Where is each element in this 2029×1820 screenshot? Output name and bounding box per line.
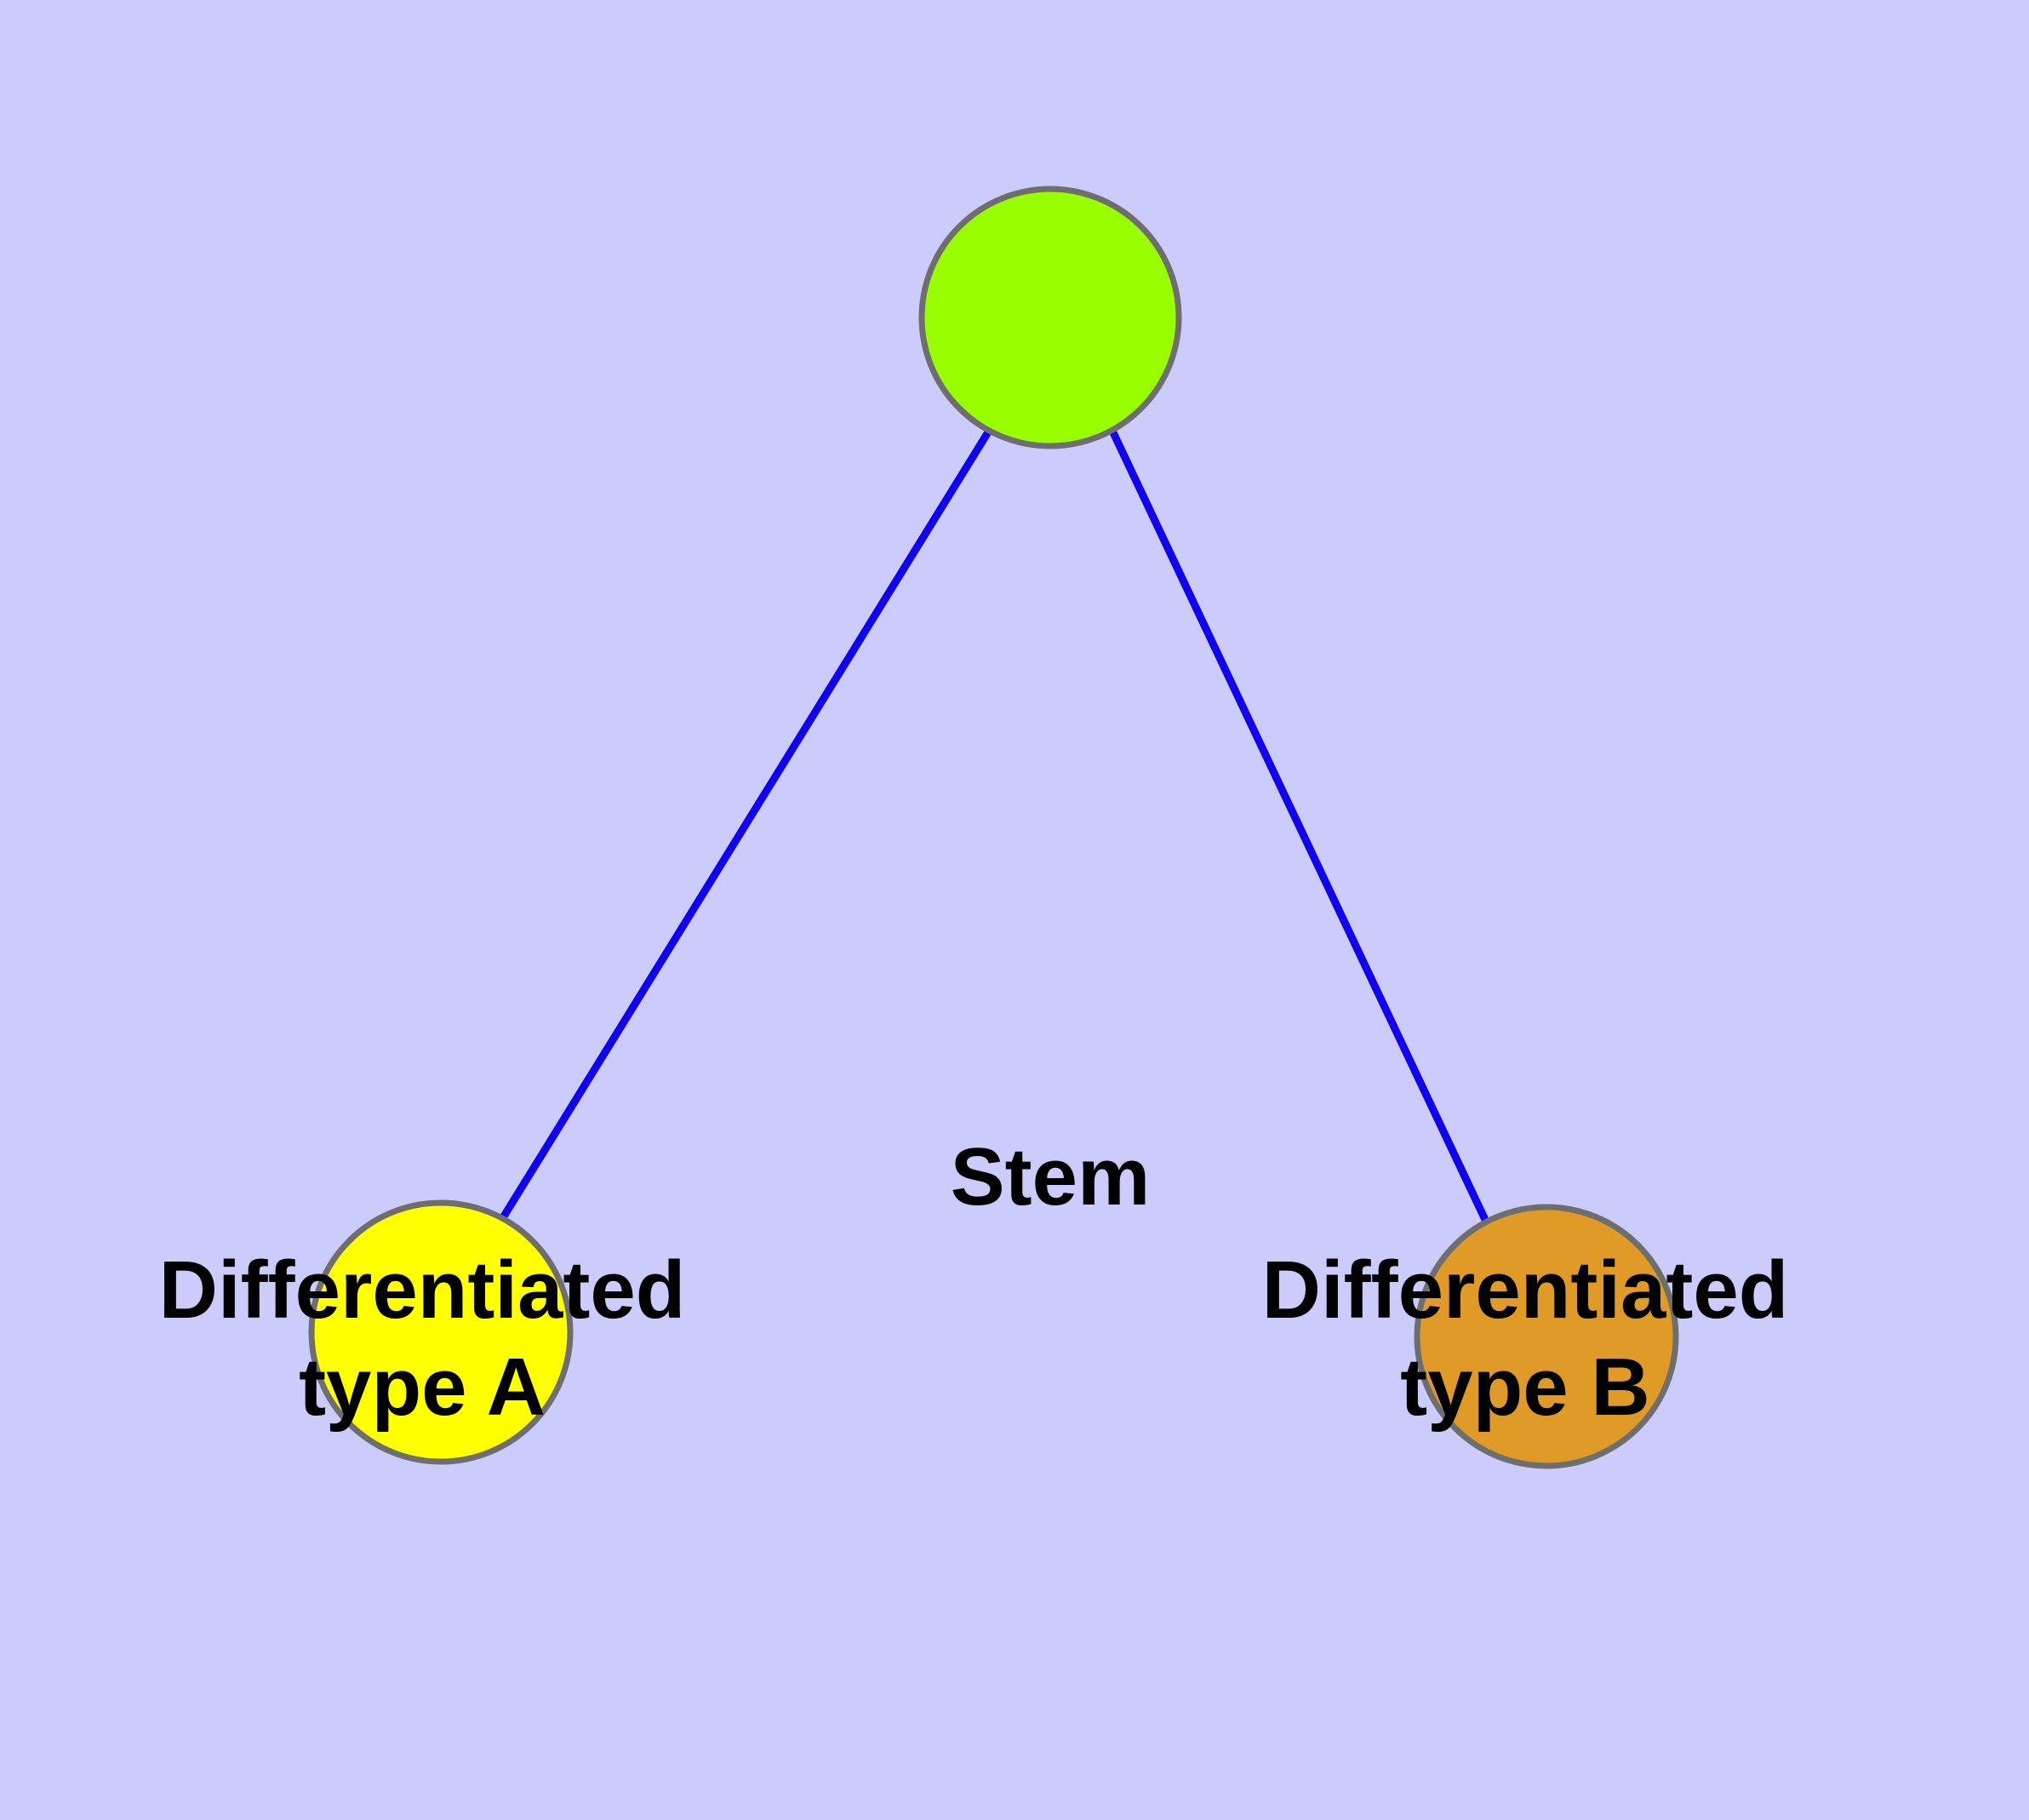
node-stem-label-line1: Stem <box>951 1131 1151 1222</box>
node-differentiated-type-b[interactable] <box>1414 1204 1679 1469</box>
node-differentiated-type-a-circle[interactable] <box>308 1199 574 1465</box>
node-differentiated-type-a-label-line1: Differentiated <box>159 1245 686 1336</box>
edge-stem-to-type-b[interactable] <box>1108 429 1491 1225</box>
node-stem-label: Stem <box>951 1131 1151 1222</box>
edge-stem-to-type-a[interactable] <box>499 428 992 1222</box>
node-stem[interactable] <box>918 186 1182 449</box>
node-stem-circle[interactable] <box>918 186 1182 449</box>
node-differentiated-type-b-label-line1: Differentiated <box>1262 1245 1789 1336</box>
node-differentiated-type-b-label-line2: type B <box>1400 1342 1649 1433</box>
nodes-group <box>308 186 1679 1469</box>
node-differentiated-type-a[interactable] <box>308 1199 574 1465</box>
node-differentiated-type-a-label-line2: type A <box>299 1342 546 1433</box>
edges-group <box>499 428 1491 1225</box>
node-differentiated-type-b-label: Differentiated type B <box>1262 1245 1789 1433</box>
node-differentiated-type-b-circle[interactable] <box>1414 1204 1679 1469</box>
node-differentiated-type-a-label: Differentiated type A <box>159 1245 686 1433</box>
labels-group: Stem Differentiated type A Differentiate… <box>159 1131 1789 1433</box>
